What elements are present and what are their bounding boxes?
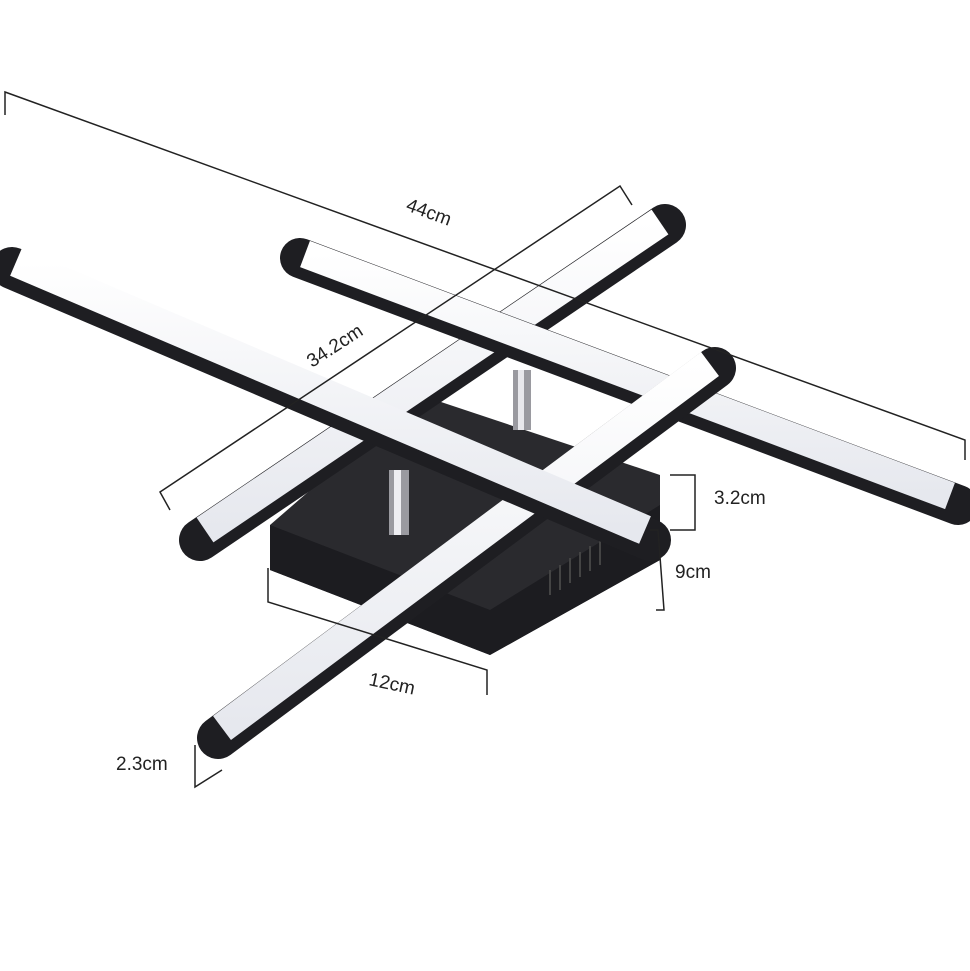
dimension-stem-height: 3.2cm	[670, 474, 766, 531]
stems	[389, 370, 531, 535]
light-bar-back-diagonal	[179, 204, 686, 561]
base-width-label: 12cm	[367, 669, 417, 699]
overall-length-label: 44cm	[403, 195, 454, 231]
dimension-total-height: 9cm	[650, 529, 711, 611]
light-bar-front-diagonal	[197, 347, 736, 759]
dimension-bar-width: 2.3cm	[116, 745, 223, 789]
light-bar-front	[0, 247, 671, 561]
stem-height-label: 3.2cm	[714, 488, 766, 509]
bar-length-label: 34.2cm	[303, 321, 367, 373]
bar-width-label: 2.3cm	[116, 754, 168, 775]
light-bar-back	[280, 238, 970, 525]
total-height-label: 9cm	[675, 562, 711, 583]
